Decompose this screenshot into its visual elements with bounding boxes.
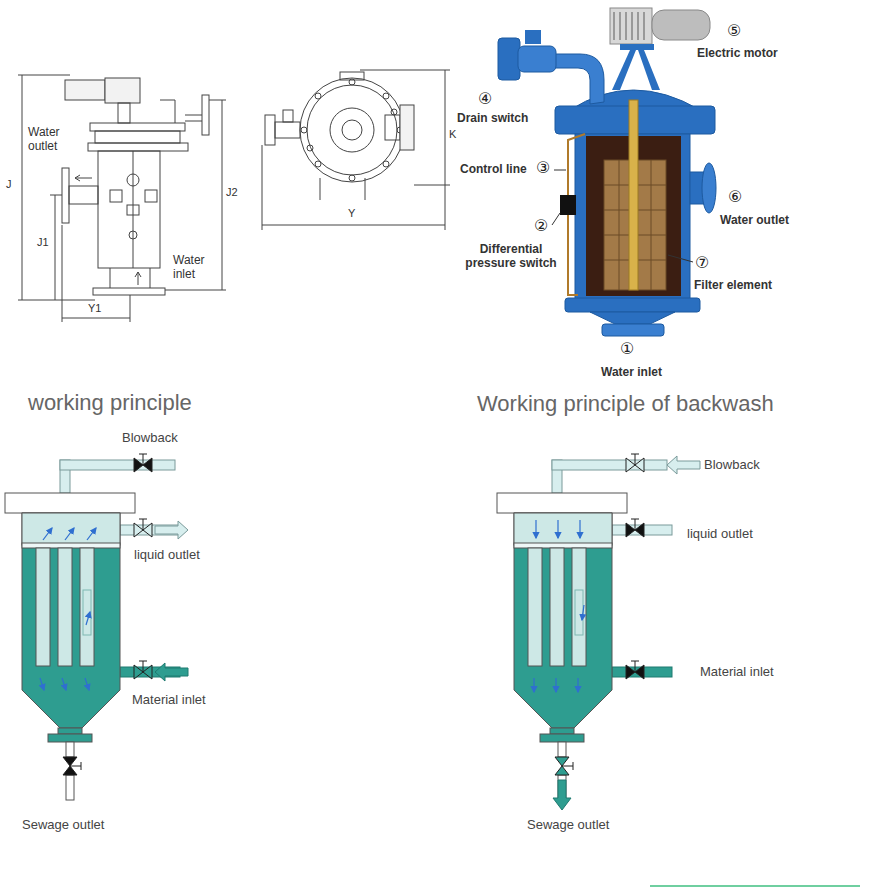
label-slot: ④ bbox=[478, 90, 492, 108]
label-slot: Y1 bbox=[88, 302, 101, 315]
label-slot: Differential pressure switch bbox=[461, 243, 561, 271]
label-slot: Water inlet bbox=[173, 254, 215, 282]
vessel-schematic bbox=[497, 460, 672, 800]
label-slot: Working principle of backwash bbox=[477, 391, 774, 416]
dimension-label: Y1 bbox=[88, 302, 101, 315]
part-label: Water inlet bbox=[173, 254, 215, 282]
label-slot: Control line bbox=[460, 163, 527, 177]
plan-drawing bbox=[262, 70, 450, 230]
label-slot: ② bbox=[534, 217, 548, 235]
label-slot: ⑦ bbox=[695, 254, 709, 272]
callout-number: ⑤ bbox=[727, 22, 741, 40]
dimension-label: J2 bbox=[226, 186, 238, 199]
label-slot: J1 bbox=[37, 236, 49, 249]
section-heading: Working principle of backwash bbox=[477, 391, 774, 416]
elevation-drawing bbox=[18, 75, 226, 322]
part-label: Filter element bbox=[694, 279, 772, 293]
label-slot: Blowback bbox=[122, 431, 178, 446]
port-label: Material inlet bbox=[132, 693, 206, 708]
part-label: Control line bbox=[460, 163, 527, 177]
label-slot: Sewage outlet bbox=[22, 818, 104, 833]
callout-number: ④ bbox=[478, 90, 492, 108]
port-label: Sewage outlet bbox=[527, 818, 609, 833]
callout-number: ⑥ bbox=[728, 188, 742, 206]
port-label: Material inlet bbox=[700, 665, 774, 680]
part-label: Water outlet bbox=[720, 214, 789, 228]
part-label: Electric motor bbox=[697, 47, 778, 61]
label-slot: Water outlet bbox=[28, 126, 70, 154]
label-slot: Electric motor bbox=[697, 47, 778, 61]
label-slot: Material inlet bbox=[132, 693, 206, 708]
dimension-label: J bbox=[6, 178, 12, 191]
label-slot: ① bbox=[620, 340, 634, 358]
vessel-schematic bbox=[5, 460, 180, 800]
footer-rule bbox=[650, 885, 860, 887]
label-slot: Sewage outlet bbox=[527, 818, 609, 833]
filter-illustration bbox=[498, 8, 716, 336]
label-slot: Water inlet bbox=[601, 366, 662, 380]
port-label: liquid outlet bbox=[134, 548, 200, 563]
section-heading: working principle bbox=[28, 390, 192, 415]
label-slot: Drain switch bbox=[457, 112, 528, 126]
label-slot: J2 bbox=[226, 186, 238, 199]
part-label: Drain switch bbox=[457, 112, 528, 126]
label-slot: ③ bbox=[536, 159, 550, 177]
part-label: Water inlet bbox=[601, 366, 662, 380]
callout-number: ① bbox=[620, 340, 634, 358]
dimension-label: J1 bbox=[37, 236, 49, 249]
dimension-label: Y bbox=[348, 207, 355, 220]
label-slot: liquid outlet bbox=[687, 527, 753, 542]
port-label: Blowback bbox=[704, 458, 760, 473]
flow-arrows bbox=[40, 520, 584, 692]
label-slot: liquid outlet bbox=[134, 548, 200, 563]
part-label: Differential pressure switch bbox=[461, 243, 561, 271]
label-slot: Material inlet bbox=[700, 665, 774, 680]
label-slot: Blowback bbox=[704, 458, 760, 473]
label-slot: Water outlet bbox=[720, 214, 789, 228]
port-label: Sewage outlet bbox=[22, 818, 104, 833]
label-slot: working principle bbox=[28, 390, 192, 415]
port-label: liquid outlet bbox=[687, 527, 753, 542]
valves bbox=[63, 454, 700, 810]
port-label: Blowback bbox=[122, 431, 178, 446]
label-slot: J bbox=[6, 178, 12, 191]
callout-number: ⑦ bbox=[695, 254, 709, 272]
callout-number: ③ bbox=[536, 159, 550, 177]
label-slot: Y bbox=[348, 207, 355, 220]
dimension-label: K bbox=[449, 128, 456, 141]
label-slot: ⑥ bbox=[728, 188, 742, 206]
part-label: Water outlet bbox=[28, 126, 70, 154]
label-slot: Filter element bbox=[694, 279, 772, 293]
label-slot: K bbox=[449, 128, 456, 141]
label-slot: ⑤ bbox=[727, 22, 741, 40]
callout-number: ② bbox=[534, 217, 548, 235]
